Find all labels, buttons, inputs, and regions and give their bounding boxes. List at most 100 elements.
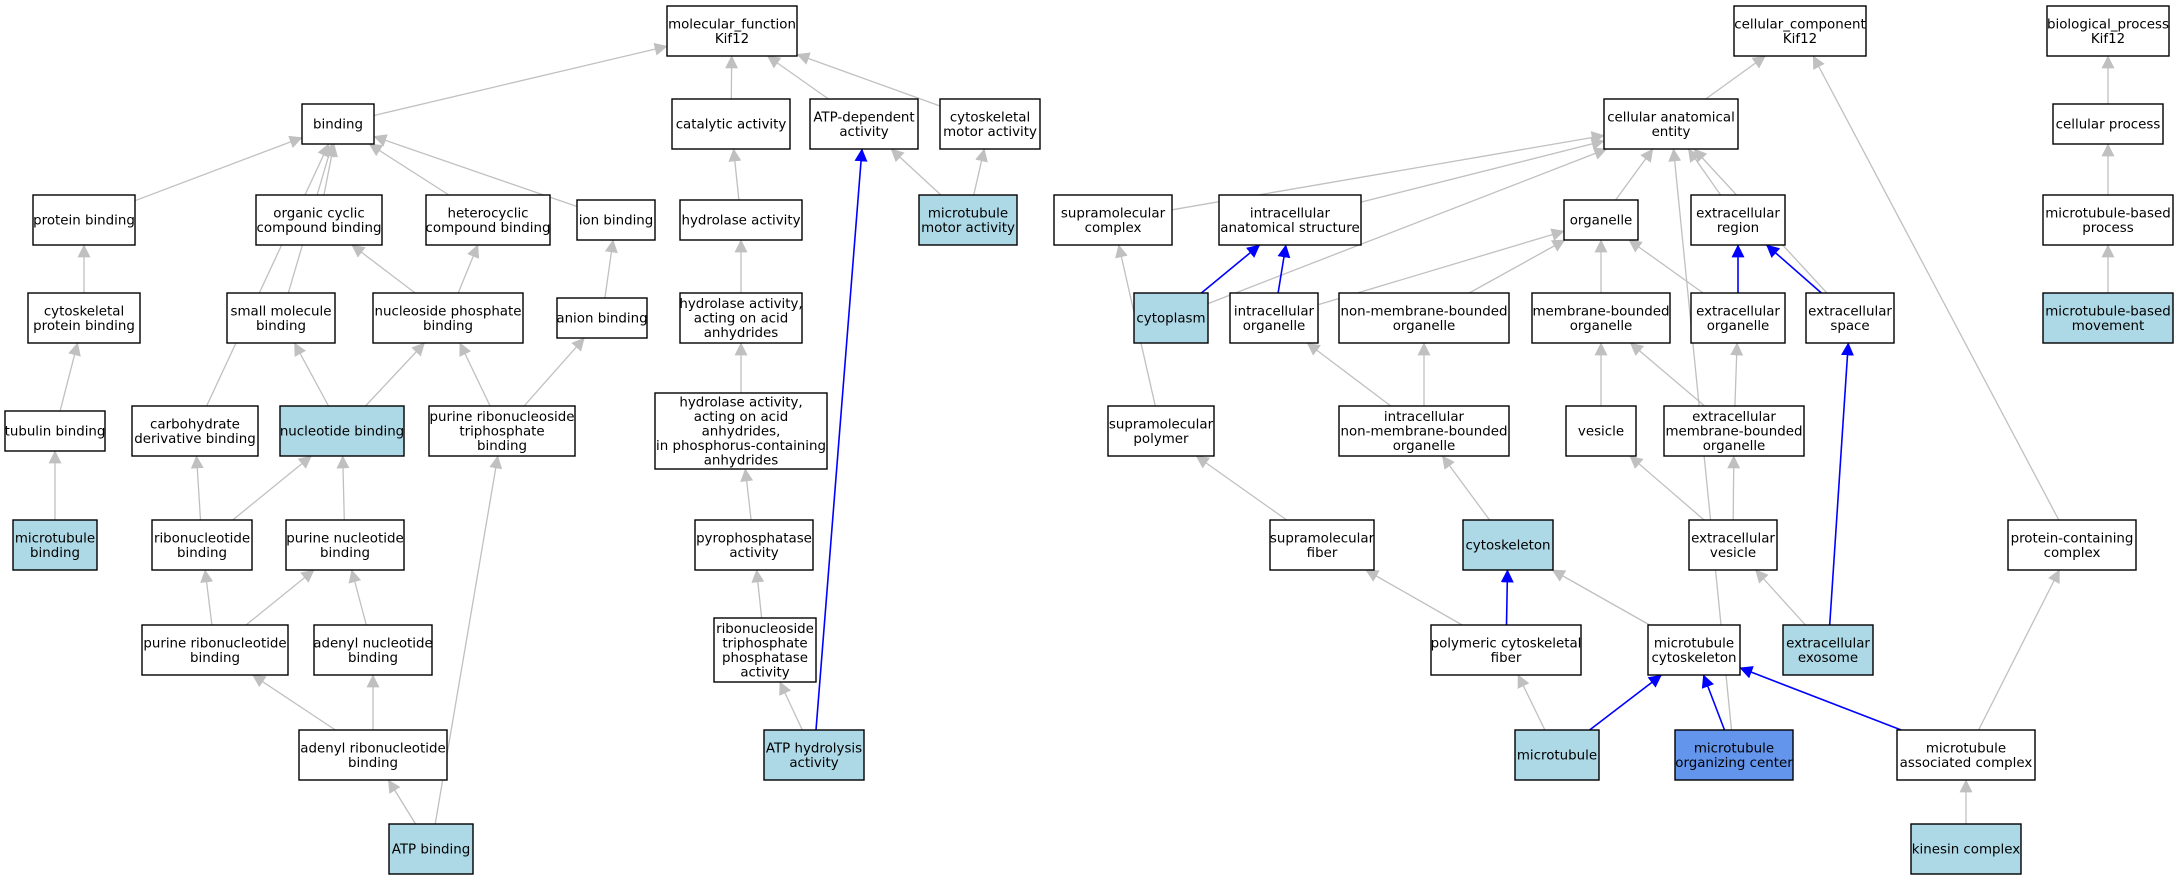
edge-nspb-to-hcb-is-a (457, 244, 480, 294)
node-box (388, 823, 474, 875)
node-binding[interactable]: binding (301, 103, 375, 145)
node-hydrolase-activity-acting-on-acid-anhydrides[interactable]: hydrolase activity,acting on acidanhydri… (679, 292, 803, 344)
node-box (255, 194, 383, 246)
node-intracellular-non-membrane-bounded-organelle[interactable]: intracellularnon-membrane-boundedorganel… (1338, 405, 1510, 457)
node-protein-binding[interactable]: protein binding (32, 194, 136, 246)
node-box (666, 5, 798, 57)
node-organelle[interactable]: organelle (1563, 199, 1639, 241)
node-label-line: binding (190, 651, 240, 666)
node-label-line: binding (313, 118, 363, 133)
node-box (1338, 405, 1510, 457)
node-box (1663, 405, 1805, 457)
node-cellular-process[interactable]: cellular process (2052, 103, 2164, 145)
edge-prnb-to-rnb-is-a (200, 569, 214, 626)
node-label-line: protein binding (33, 214, 135, 229)
node-box (654, 392, 828, 470)
node-tubulin-binding[interactable]: tubulin binding (4, 410, 106, 452)
node-label-line: organizing center (1675, 756, 1793, 771)
node-label-line: ATP binding (392, 843, 471, 858)
node-label-line: supramolecular (1270, 531, 1375, 546)
edge-inmbo-to-intorg-is-a (1306, 342, 1392, 407)
node-label-line: membrane-bounded (1533, 304, 1670, 319)
node-label-line: anhydrides, (702, 425, 781, 440)
node-label-line: cytoplasm (1136, 312, 1205, 327)
node-label-line: protein-containing (2011, 531, 2134, 546)
node-nucleotide-binding[interactable]: nucleotide binding (279, 405, 405, 457)
node-microtubule[interactable]: microtubule (1514, 729, 1600, 781)
node-box (1563, 199, 1639, 241)
node-box (1910, 823, 2022, 875)
node-atp-binding[interactable]: ATP binding (388, 823, 474, 875)
node-hydrolase-activity-acting-on-acid-anhydrides-in-phosphorus-containing-anhydrides[interactable]: hydrolase activity,acting on acidanhydri… (654, 392, 828, 470)
node-label-line: associated complex (1900, 756, 2033, 771)
node-label-line: organelle (1393, 319, 1456, 334)
node-label-line: vesicle (1578, 425, 1624, 440)
node-label-line: complex (2044, 546, 2101, 561)
node-box (1690, 194, 1786, 246)
node-label-line: triphosphate (722, 636, 807, 651)
node-cytoskeleton[interactable]: cytoskeleton (1462, 519, 1554, 571)
node-label-line: cytoskeletal (950, 110, 1030, 125)
node-ribonucleoside-triphosphate-phosphatase-activity[interactable]: ribonucleosidetriphosphatephosphataseact… (713, 617, 817, 683)
node-catalytic-activity[interactable]: catalytic activity (671, 98, 791, 150)
node-anion-binding[interactable]: anion binding (556, 297, 648, 339)
node-label-line: cellular_component (1734, 17, 1865, 32)
node-box (1565, 405, 1637, 457)
node-label-line: intracellular (1250, 206, 1331, 221)
node-kinesin-complex[interactable]: kinesin complex (1910, 823, 2022, 875)
node-label-line: vesicle (1710, 546, 1756, 561)
node-box (679, 199, 803, 241)
edge-cdb-to-binding-is-a (206, 143, 330, 407)
node-cytoplasm[interactable]: cytoplasm (1133, 292, 1209, 344)
node-label-line: ion binding (579, 214, 654, 229)
node-vesicle[interactable]: vesicle (1565, 405, 1637, 457)
node-ion-binding[interactable]: ion binding (576, 199, 656, 241)
node-label-line: microtubule (15, 531, 95, 546)
edge-mtcs-to-cytoskel-is-a (1551, 569, 1651, 626)
node-hydrolase-activity[interactable]: hydrolase activity (679, 199, 803, 241)
node-label-line: microtubule (1694, 741, 1774, 756)
